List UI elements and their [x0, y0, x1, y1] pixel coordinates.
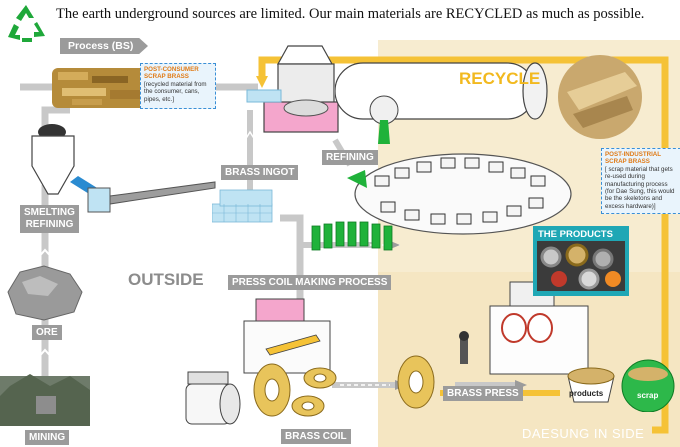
process-tag: Process (BS): [60, 38, 148, 54]
smelting-furnace-image: [31, 124, 75, 195]
post-industrial-title: POST-INDUSTRIAL SCRAP BRASS: [605, 151, 661, 166]
products-callout-title: THE PRODUCTS: [538, 229, 613, 240]
press-machine-image: [243, 298, 331, 374]
brass-coils-image: [253, 363, 337, 417]
brass-ingot-tag: BRASS INGOT: [221, 165, 299, 180]
press-coil-tag: PRESS COIL MAKING PROCESS: [228, 275, 392, 290]
mining-scene-image: [0, 374, 90, 426]
crusher-machine-image: [263, 45, 339, 133]
smelting-refining-tag: SMELTING REFINING: [20, 205, 79, 233]
post-industrial-body: [ scrap material that gets re-used durin…: [605, 165, 675, 210]
brass-coil-tag: BRASS COIL: [281, 429, 351, 444]
motor-image: [185, 371, 241, 425]
daesung-inside-label: DAESUNG IN SIDE: [522, 426, 645, 441]
scrap-bin-label: scrap: [637, 391, 659, 400]
ingot-tray-image: [246, 89, 282, 103]
post-consumer-body: [recycled material from the consumer, ca…: [144, 80, 207, 103]
brass-press-machine-image: [489, 281, 589, 375]
press-lever-image: [459, 331, 469, 364]
smelting-label: SMELTING: [24, 207, 75, 218]
recycle-label: RECYCLE: [459, 69, 541, 88]
outside-label: OUTSIDE: [128, 270, 204, 289]
process-tag-label: Process (BS): [68, 40, 134, 52]
header-text: The earth underground sources are limite…: [56, 6, 645, 22]
post-industrial-note: POST-INDUSTRIAL SCRAP BRASS [ scrap mate…: [601, 148, 680, 214]
products-bin-image: [567, 367, 615, 403]
refining-tag: REFINING: [322, 150, 378, 165]
ore-rock-image: [7, 265, 83, 321]
products-callout: THE PRODUCTS: [533, 226, 629, 296]
products-photo-image: [537, 241, 625, 291]
products-bin-label: products: [569, 389, 604, 398]
brass-ingot-stack-image: [212, 189, 273, 223]
recycle-icon: [8, 5, 45, 42]
green-billets-image: [311, 221, 393, 251]
brass-press-tag: BRASS PRESS: [443, 386, 523, 401]
pouring-trough-image: [70, 176, 216, 213]
coil-feeder-image: [397, 355, 435, 409]
post-industrial-scrap-image: [558, 55, 642, 139]
refining-label-left: REFINING: [25, 219, 74, 230]
ore-tag: ORE: [32, 325, 62, 340]
rotary-casting-machine-image: [347, 153, 572, 235]
mining-tag: MINING: [25, 430, 70, 445]
post-consumer-title: POST-CONSUMER SCRAP BRASS: [144, 66, 199, 81]
post-consumer-note: POST-CONSUMER SCRAP BRASS [recycled mate…: [140, 63, 216, 109]
ladle-image: [369, 95, 399, 144]
scrap-bin-image: [621, 359, 675, 412]
scrap-brass-pile-image: [52, 68, 152, 108]
